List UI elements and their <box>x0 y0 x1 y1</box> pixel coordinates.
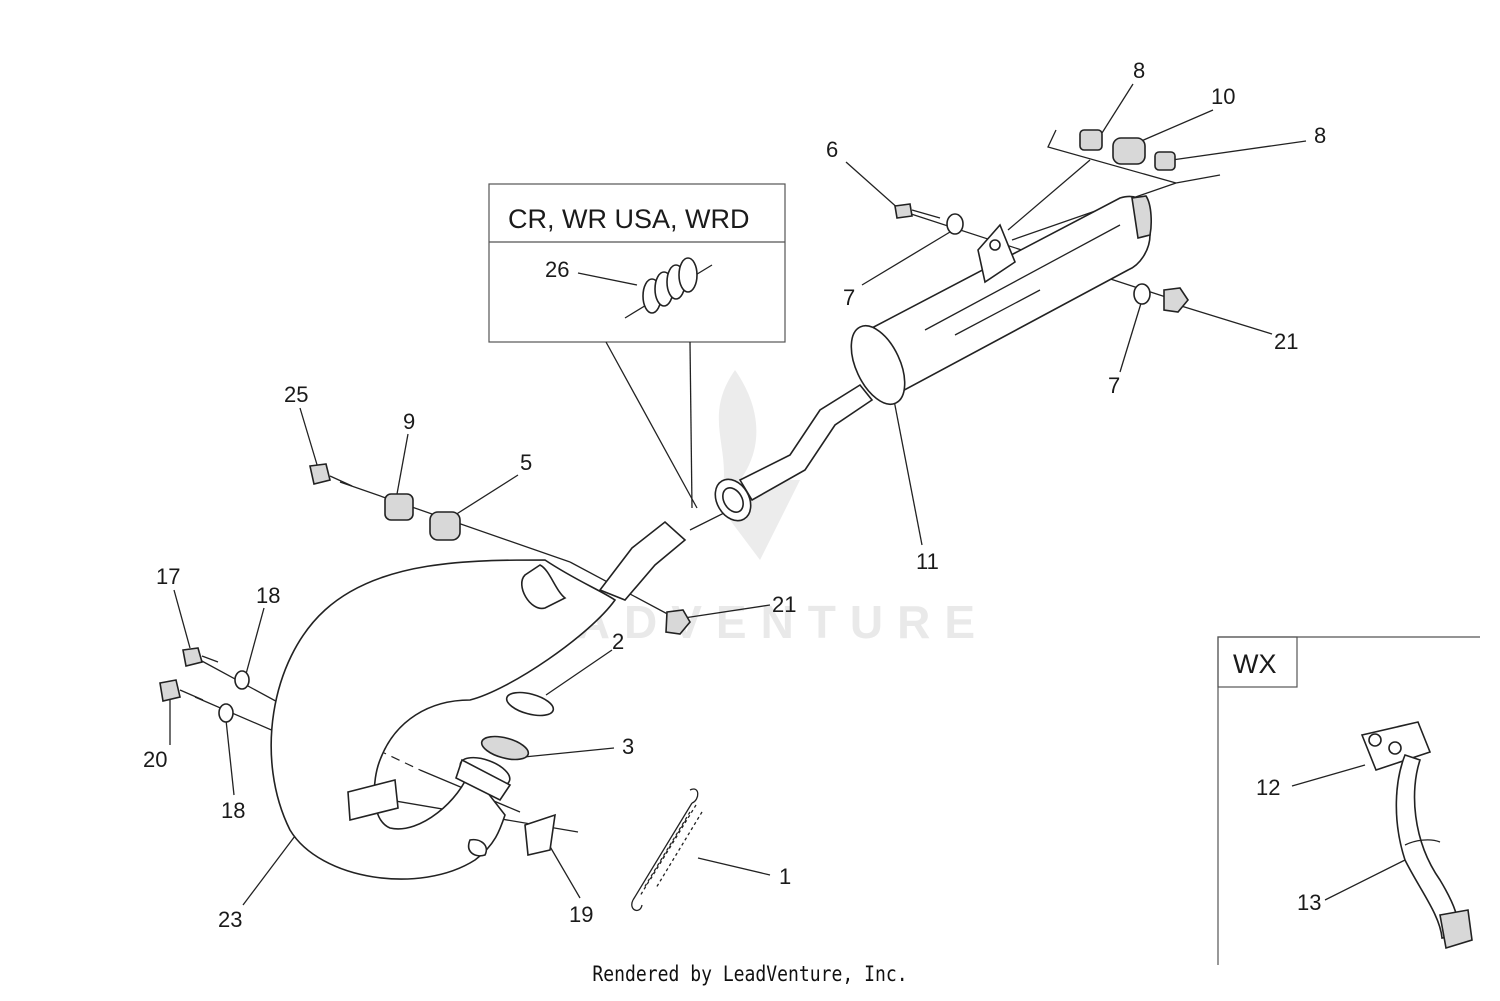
callout-1: 1 <box>779 864 791 889</box>
callout-19: 19 <box>569 902 593 927</box>
leader-lines <box>169 83 1406 906</box>
callout-labels: 8 10 8 6 7 7 21 11 26 25 9 5 21 2 3 1 19… <box>143 58 1326 932</box>
callout-7: 7 <box>843 285 855 310</box>
spacer-part-8a <box>1079 129 1103 151</box>
oring-part-2 <box>505 691 555 717</box>
callout-18: 18 <box>221 798 245 823</box>
variant-box-label: CR, WR USA, WRD <box>508 204 749 234</box>
wx-box: WX <box>1217 636 1480 965</box>
washer-part-7a <box>946 213 964 235</box>
callout-8: 8 <box>1314 123 1326 148</box>
callout-8: 8 <box>1133 58 1145 83</box>
callout-23: 23 <box>218 907 242 932</box>
wx-box-label: WX <box>1233 649 1277 679</box>
callout-9: 9 <box>403 409 415 434</box>
sensor-part-12-13 <box>1360 721 1473 950</box>
hardware-parts <box>159 129 1189 912</box>
callout-2: 2 <box>612 629 624 654</box>
callout-11: 11 <box>916 549 939 574</box>
variant-box: CR, WR USA, WRD <box>488 183 786 509</box>
spacer-part-8b <box>1154 151 1176 171</box>
callout-10: 10 <box>1211 84 1235 109</box>
callout-20: 20 <box>143 747 167 772</box>
expansion-chamber-part-23 <box>270 559 617 880</box>
callout-18: 18 <box>256 583 280 608</box>
callout-5: 5 <box>520 450 532 475</box>
bolt-part-20 <box>159 679 181 702</box>
spacer-part-9 <box>384 493 414 521</box>
gasket-part-3 <box>480 735 530 761</box>
callout-26: 26 <box>545 257 569 282</box>
bolt-part-25 <box>309 463 331 485</box>
callout-21: 21 <box>772 592 796 617</box>
callout-17: 17 <box>156 564 180 589</box>
link-pipe <box>598 520 687 601</box>
callout-3: 3 <box>622 734 634 759</box>
nut-part-21a <box>1163 287 1189 313</box>
grommet-part-10 <box>1112 137 1146 165</box>
callout-12: 12 <box>1256 775 1280 800</box>
bolt-part-6 <box>894 203 913 219</box>
grommet-part-5 <box>429 511 461 541</box>
washer-part-7b <box>1133 283 1151 305</box>
washer-part-18b <box>218 703 234 723</box>
callout-7: 7 <box>1108 373 1120 398</box>
callout-21: 21 <box>1274 329 1298 354</box>
callout-25: 25 <box>284 382 308 407</box>
nut-part-21b <box>665 609 691 635</box>
footer-credit: Rendered by LeadVenture, Inc. <box>592 962 908 986</box>
spring-part-1 <box>631 788 703 912</box>
callout-6: 6 <box>826 137 838 162</box>
muffler-part-11 <box>714 195 1152 522</box>
bolt-part-17 <box>182 647 203 667</box>
washer-part-18a <box>234 670 250 690</box>
spring-part-26 <box>624 257 713 319</box>
callout-13: 13 <box>1297 890 1321 915</box>
